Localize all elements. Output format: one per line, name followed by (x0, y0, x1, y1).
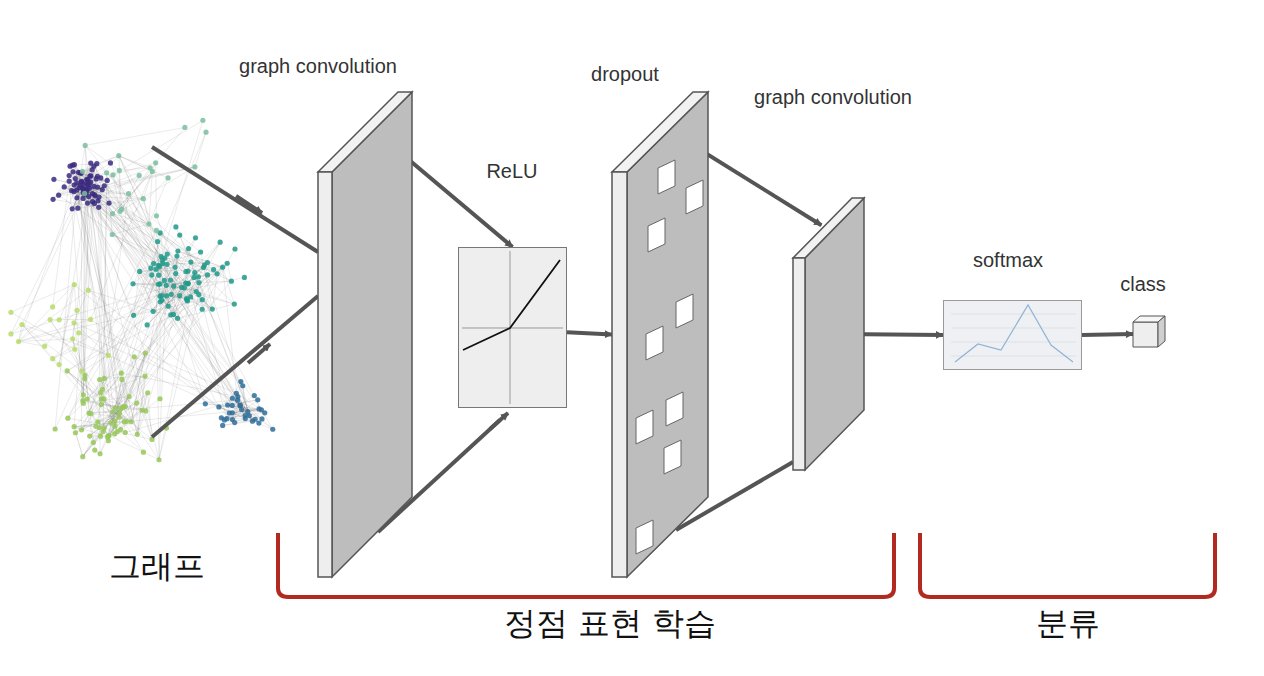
class-output: class (1133, 316, 1166, 347)
connector-arrow (567, 332, 612, 334)
group-label: 분류 (1036, 604, 1100, 642)
connector-arrow (374, 131, 512, 247)
connector-arrow (670, 131, 822, 225)
input-arrows (152, 147, 318, 437)
activation-box: ReLU (458, 247, 567, 408)
group-label: 정점 표현 학습 (504, 604, 716, 642)
softmax-box: softmax (943, 300, 1082, 370)
layer-label: dropout (591, 62, 659, 86)
perspective-lines (378, 413, 793, 532)
layer-label: graph convolution (754, 85, 912, 109)
shape-outline (458, 247, 567, 408)
graph-label: 그래프 (109, 547, 205, 585)
dropout-layer: dropout (612, 92, 708, 577)
layer-label: class (1120, 272, 1166, 296)
shape-outline (1133, 316, 1166, 347)
bracket (278, 533, 1215, 597)
shape-outline (793, 198, 864, 470)
layer-label: ReLU (486, 159, 537, 183)
graph-illustration (8, 118, 275, 463)
layer-label: graph convolution (239, 54, 397, 78)
layer-label: softmax (973, 248, 1043, 272)
shape-outline (943, 300, 1082, 370)
conv-layer: graph convolution (793, 198, 864, 470)
connector-arrow (839, 334, 943, 335)
connector-arrow (1082, 334, 1133, 335)
shape-outline (318, 92, 412, 577)
shape-outline (612, 92, 708, 577)
conv-layer: graph convolution (318, 92, 412, 577)
